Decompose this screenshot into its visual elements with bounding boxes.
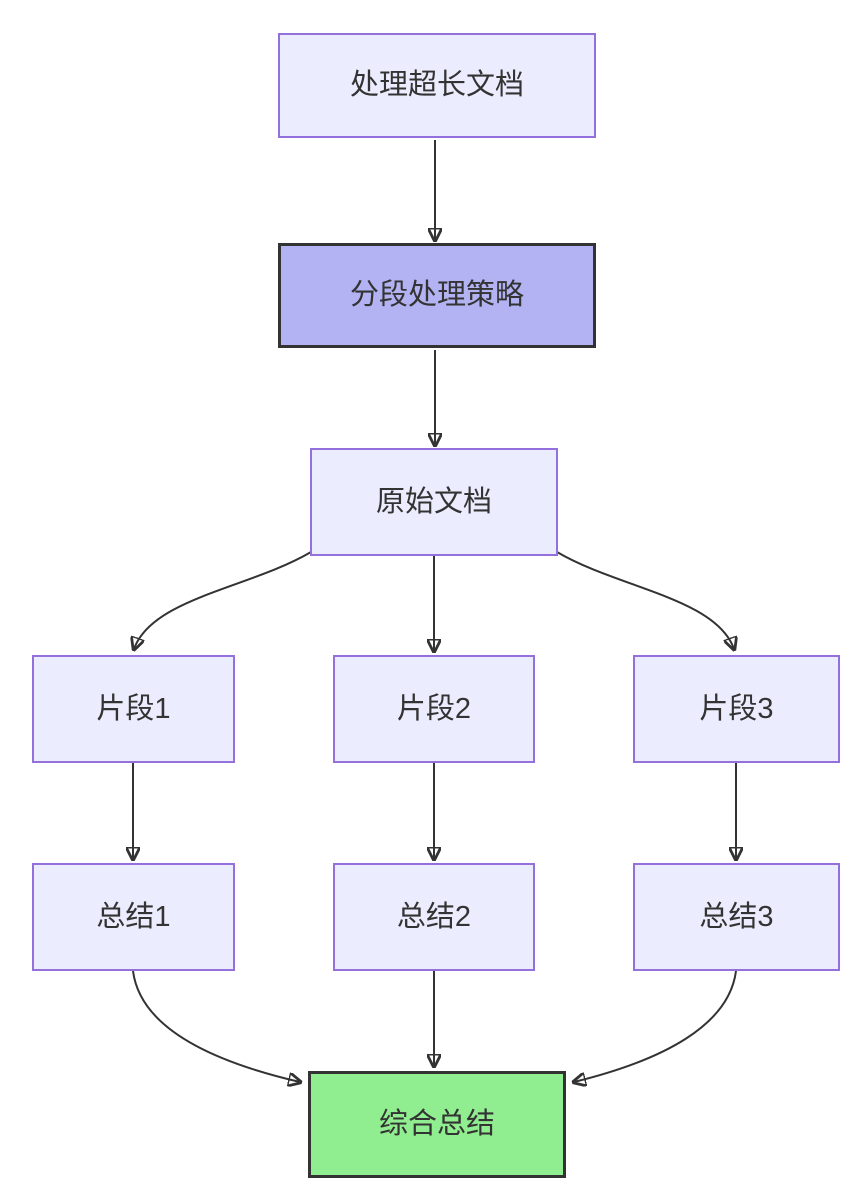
edge-c-f (556, 551, 734, 649)
node-summary-1: 总结1 (32, 863, 235, 971)
node-original-document: 原始文档 (310, 448, 558, 556)
node-final-summary: 综合总结 (308, 1071, 566, 1178)
edge-i-j (574, 970, 737, 1082)
edge-g-j (132, 970, 300, 1082)
node-segmentation-strategy: 分段处理策略 (278, 243, 596, 348)
edge-c-d (134, 551, 312, 649)
node-handle-long-document: 处理超长文档 (278, 33, 596, 138)
node-summary-3: 总结3 (633, 863, 840, 971)
node-fragment-3: 片段3 (633, 655, 840, 763)
node-fragment-1: 片段1 (32, 655, 235, 763)
node-fragment-2: 片段2 (333, 655, 535, 763)
node-summary-2: 总结2 (333, 863, 535, 971)
